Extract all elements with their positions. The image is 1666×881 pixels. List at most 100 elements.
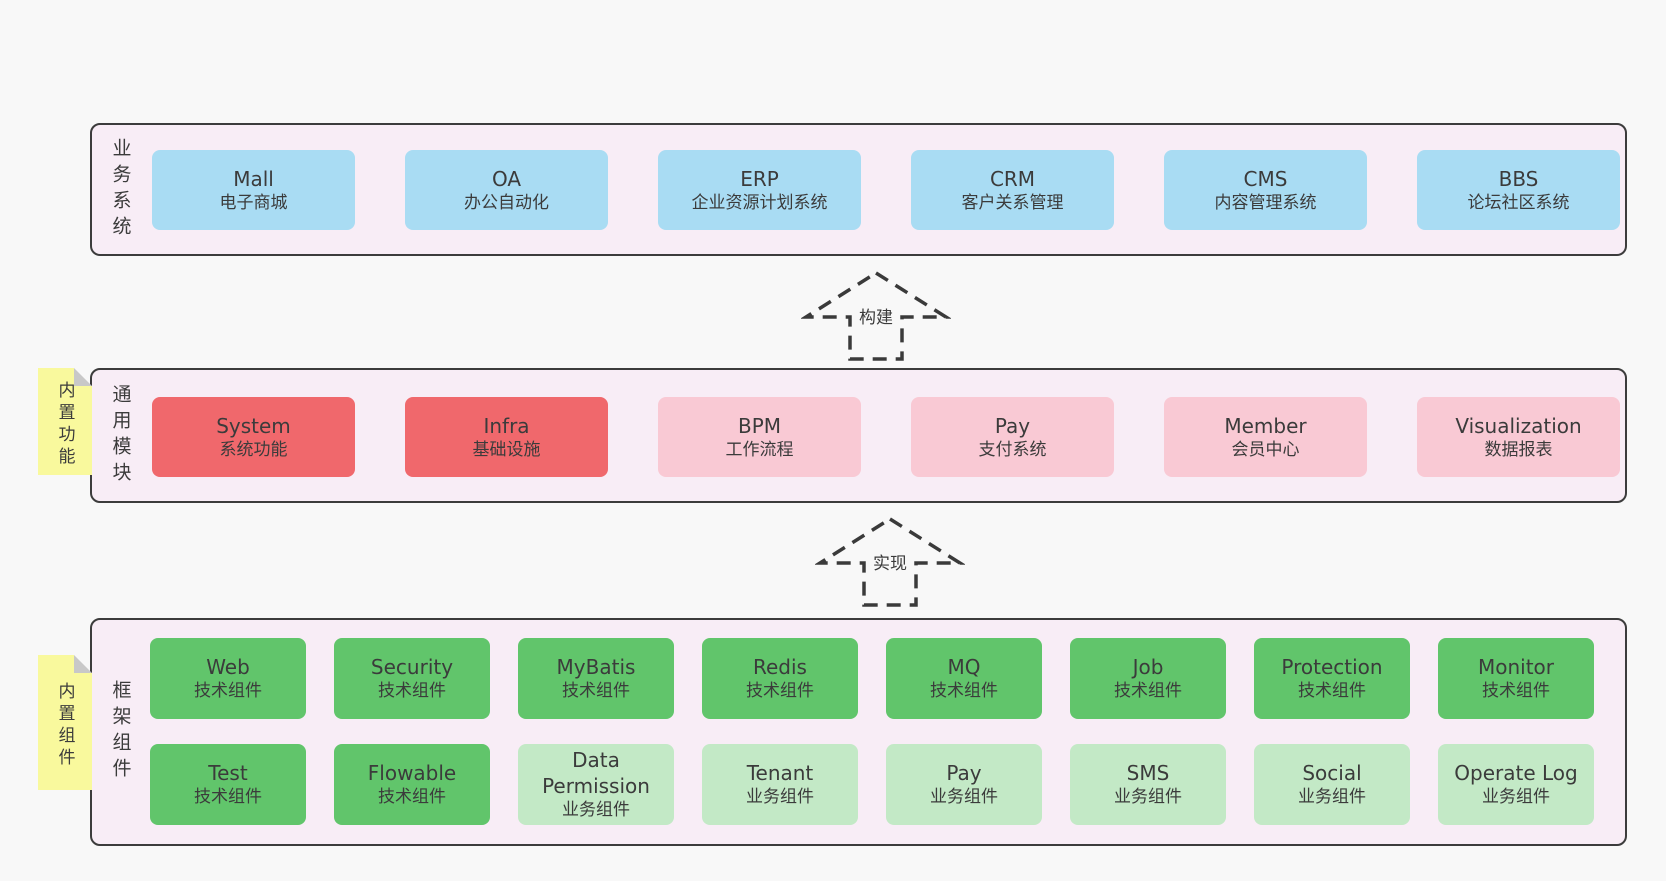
box-subtitle: 技术组件 — [562, 681, 630, 702]
box-operate-log: Operate Log 业务组件 — [1438, 744, 1594, 825]
layer-common-modules: 通用模块 System 系统功能 Infra 基础设施 BPM 工作流程 Pay… — [90, 368, 1627, 503]
layer-label-text: 业务系统 — [109, 137, 132, 242]
layer-framework-components: 框架组件 Web 技术组件 Security 技术组件 MyBatis 技术组件… — [90, 618, 1627, 846]
box-monitor: Monitor 技术组件 — [1438, 638, 1594, 719]
box-subtitle: 内容管理系统 — [1214, 192, 1317, 213]
box-subtitle: 数据报表 — [1484, 439, 1553, 460]
box-title: Security — [370, 655, 454, 680]
box-subtitle: 技术组件 — [930, 681, 998, 702]
arrow-implement — [815, 516, 965, 607]
box-web: Web 技术组件 — [150, 638, 306, 719]
box-bpm: BPM 工作流程 — [658, 397, 861, 477]
box-subtitle: 技术组件 — [1298, 681, 1366, 702]
box-subtitle: 技术组件 — [194, 681, 262, 702]
box-test: Test 技术组件 — [150, 744, 306, 825]
box-subtitle: 电子商城 — [219, 192, 288, 213]
box-social: Social 业务组件 — [1254, 744, 1410, 825]
box-title: Pay — [994, 413, 1031, 438]
box-pay-component: Pay 业务组件 — [886, 744, 1042, 825]
box-title: Protection — [1281, 655, 1383, 680]
sticky-fold-icon — [74, 368, 92, 386]
box-title: SMS — [1126, 761, 1170, 786]
box-subtitle: 业务组件 — [1482, 787, 1550, 808]
box-subtitle: 业务组件 — [746, 787, 814, 808]
box-title: Tenant — [746, 761, 814, 786]
box-title: BPM — [737, 413, 782, 438]
box-infra: Infra 基础设施 — [405, 397, 608, 477]
arrow-implement-label: 实现 — [868, 552, 912, 576]
layer-label-components: 框架组件 — [98, 620, 144, 844]
box-subtitle: 办公自动化 — [464, 192, 549, 213]
box-title: Infra — [483, 413, 530, 438]
box-visualization: Visualization 数据报表 — [1417, 397, 1620, 477]
box-title: CMS — [1243, 166, 1288, 191]
box-subtitle: 技术组件 — [378, 787, 446, 808]
box-title: Job — [1132, 655, 1164, 680]
box-subtitle: 系统功能 — [219, 439, 288, 460]
box-title: BBS — [1498, 166, 1539, 191]
box-crm: CRM 客户关系管理 — [911, 150, 1114, 230]
box-title: Pay — [946, 761, 982, 786]
box-member: Member 会员中心 — [1164, 397, 1367, 477]
box-mall: Mall 电子商城 — [152, 150, 355, 230]
box-title: Data Permission — [542, 748, 650, 799]
box-subtitle: 论坛社区系统 — [1467, 192, 1570, 213]
box-title: Test — [208, 761, 248, 786]
box-oa: OA 办公自动化 — [405, 150, 608, 230]
layer-business-systems: 业务系统 Mall 电子商城 OA 办公自动化 ERP 企业资源计划系统 CRM… — [90, 123, 1627, 256]
box-flowable: Flowable 技术组件 — [334, 744, 490, 825]
box-sms: SMS 业务组件 — [1070, 744, 1226, 825]
box-title: Redis — [753, 655, 807, 680]
box-security: Security 技术组件 — [334, 638, 490, 719]
box-subtitle: 客户关系管理 — [961, 192, 1064, 213]
box-title: ERP — [740, 166, 779, 191]
box-subtitle: 技术组件 — [1482, 681, 1550, 702]
box-subtitle: 业务组件 — [562, 800, 630, 821]
box-title: Member — [1224, 413, 1307, 438]
arrow-build-label: 构建 — [854, 306, 898, 330]
box-title: Flowable — [367, 761, 457, 786]
layer-label-business: 业务系统 — [98, 125, 144, 254]
box-title: MyBatis — [556, 655, 636, 680]
box-title: Social — [1302, 761, 1362, 786]
sticky-note-builtin-features: 内置功能 — [38, 368, 92, 475]
box-subtitle: 业务组件 — [930, 787, 998, 808]
layer-label-text: 框架组件 — [109, 680, 132, 784]
arrow-build — [801, 270, 951, 361]
box-title: System — [216, 413, 291, 438]
sticky-note-text: 内置功能 — [54, 380, 75, 469]
box-title: Operate Log — [1454, 761, 1578, 786]
box-title: Monitor — [1477, 655, 1555, 680]
sticky-note-text: 内置组件 — [54, 681, 75, 770]
box-subtitle: 业务组件 — [1298, 787, 1366, 808]
box-system: System 系统功能 — [152, 397, 355, 477]
box-erp: ERP 企业资源计划系统 — [658, 150, 861, 230]
layer-label-text: 通用模块 — [109, 383, 132, 488]
box-subtitle: 企业资源计划系统 — [691, 192, 828, 213]
box-subtitle: 基础设施 — [472, 439, 541, 460]
box-pay: Pay 支付系统 — [911, 397, 1114, 477]
box-subtitle: 技术组件 — [1114, 681, 1182, 702]
box-cms: CMS 内容管理系统 — [1164, 150, 1367, 230]
box-title: MQ — [947, 655, 981, 680]
layer-label-modules: 通用模块 — [98, 370, 144, 501]
box-subtitle: 支付系统 — [978, 439, 1047, 460]
box-subtitle: 技术组件 — [746, 681, 814, 702]
box-tenant: Tenant 业务组件 — [702, 744, 858, 825]
box-data-permission: Data Permission 业务组件 — [518, 744, 674, 825]
box-title: Mall — [233, 166, 274, 191]
sticky-fold-icon — [74, 655, 92, 673]
box-title: Visualization — [1455, 413, 1582, 438]
box-job: Job 技术组件 — [1070, 638, 1226, 719]
box-subtitle: 工作流程 — [725, 439, 794, 460]
box-subtitle: 技术组件 — [194, 787, 262, 808]
box-subtitle: 技术组件 — [378, 681, 446, 702]
box-protection: Protection 技术组件 — [1254, 638, 1410, 719]
box-mybatis: MyBatis 技术组件 — [518, 638, 674, 719]
sticky-note-builtin-components: 内置组件 — [38, 655, 92, 790]
box-title: CRM — [989, 166, 1036, 191]
box-subtitle: 会员中心 — [1231, 439, 1300, 460]
box-title: Web — [206, 655, 250, 680]
box-mq: MQ 技术组件 — [886, 638, 1042, 719]
